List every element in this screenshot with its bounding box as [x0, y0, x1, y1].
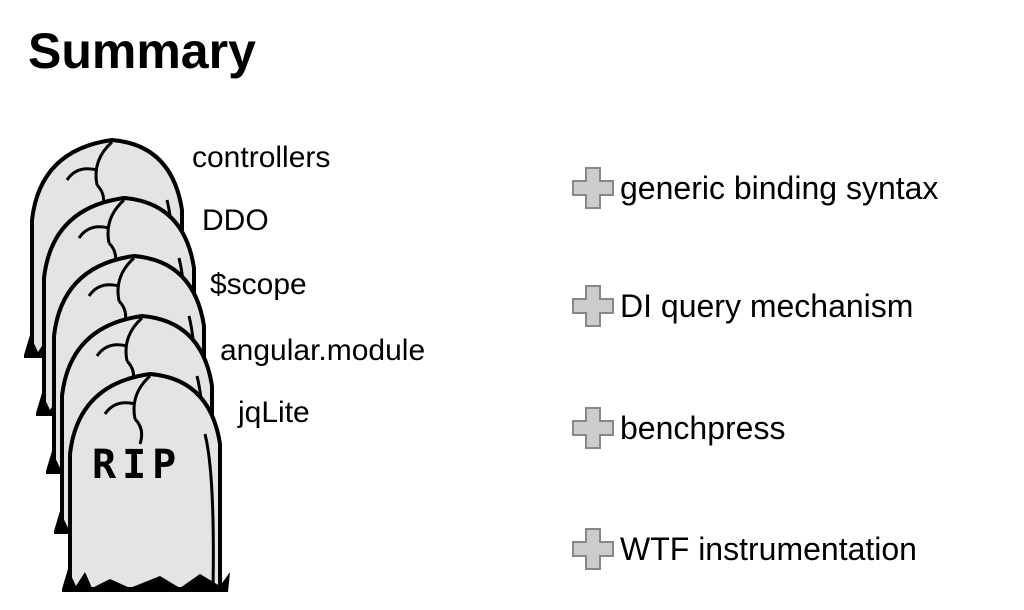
- plus-icon: [572, 407, 614, 449]
- feature-item: DI query mechanism: [572, 285, 913, 327]
- deprecated-item: $scope: [210, 268, 307, 301]
- feature-label: DI query mechanism: [620, 288, 914, 324]
- plus-icon: [572, 528, 614, 570]
- feature-label: benchpress: [620, 410, 786, 446]
- feature-label: generic binding syntax: [620, 170, 939, 206]
- deprecated-item: angular.module: [220, 334, 426, 367]
- deprecated-item: controllers: [192, 141, 331, 174]
- page-title: Summary: [28, 23, 256, 79]
- plus-icon: [572, 167, 614, 209]
- plus-icon: [572, 285, 614, 327]
- rip-text: RIP: [92, 442, 182, 488]
- feature-item: WTF instrumentation: [572, 528, 917, 570]
- tombstones-illustration: RIP: [22, 138, 232, 594]
- feature-item: generic binding syntax: [572, 167, 938, 209]
- feature-label: WTF instrumentation: [620, 531, 917, 567]
- deprecated-item: jqLite: [238, 396, 310, 429]
- feature-item: benchpress: [572, 407, 785, 449]
- deprecated-item: DDO: [202, 204, 269, 237]
